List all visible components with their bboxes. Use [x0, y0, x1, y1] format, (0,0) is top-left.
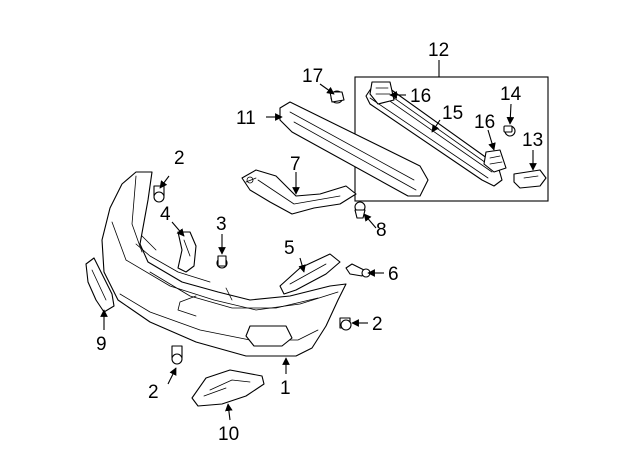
bolt-2-lower: [171, 345, 183, 365]
screw-6: [345, 263, 371, 278]
bumper-cover: [101, 171, 347, 357]
callout-16-right: 16: [474, 112, 495, 133]
callout-4: 4: [160, 204, 171, 225]
callout-2-upper: 2: [174, 148, 185, 169]
upper-support-bracket: [241, 169, 357, 215]
callout-2-lower: 2: [148, 382, 159, 403]
bumper-grille-opening: [135, 235, 211, 283]
callout-3: 3: [216, 214, 227, 235]
leader-lines: [100, 83, 537, 421]
clip-8: [354, 201, 366, 219]
callout-15: 15: [442, 103, 463, 124]
bolt-3: [216, 255, 228, 269]
callout-numbers: 1 2 2 2 3 4 5 6 7 8 9 10 11 12 13 14 15 …: [96, 40, 543, 445]
callout-1: 1: [280, 378, 291, 399]
energy-absorber: [279, 101, 429, 197]
callout-7: 7: [290, 154, 301, 175]
callout-8: 8: [376, 220, 387, 241]
callout-9: 9: [96, 334, 107, 355]
callout-6: 6: [388, 264, 399, 285]
reinforcement-bracket-right: [483, 149, 507, 173]
callout-11: 11: [236, 108, 256, 129]
callout-10: 10: [218, 424, 239, 445]
side-support-9: [85, 257, 115, 313]
reinforcement-bolt: [503, 125, 516, 137]
callout-12: 12: [428, 40, 449, 61]
mounting-bracket-4: [177, 231, 197, 273]
callout-5: 5: [284, 238, 295, 259]
callout-17: 17: [302, 66, 323, 87]
tow-hook-plate: [513, 169, 547, 189]
callout-16-left: 16: [410, 86, 431, 107]
bolt-2-right: [339, 317, 352, 331]
reinforcement-bracket-left: [369, 81, 395, 105]
callout-2-right: 2: [372, 314, 383, 335]
callout-14: 14: [500, 84, 522, 105]
fog-lamp-cover: [191, 369, 265, 407]
callout-13: 13: [522, 130, 543, 151]
bolt-2-upper: [153, 185, 165, 203]
